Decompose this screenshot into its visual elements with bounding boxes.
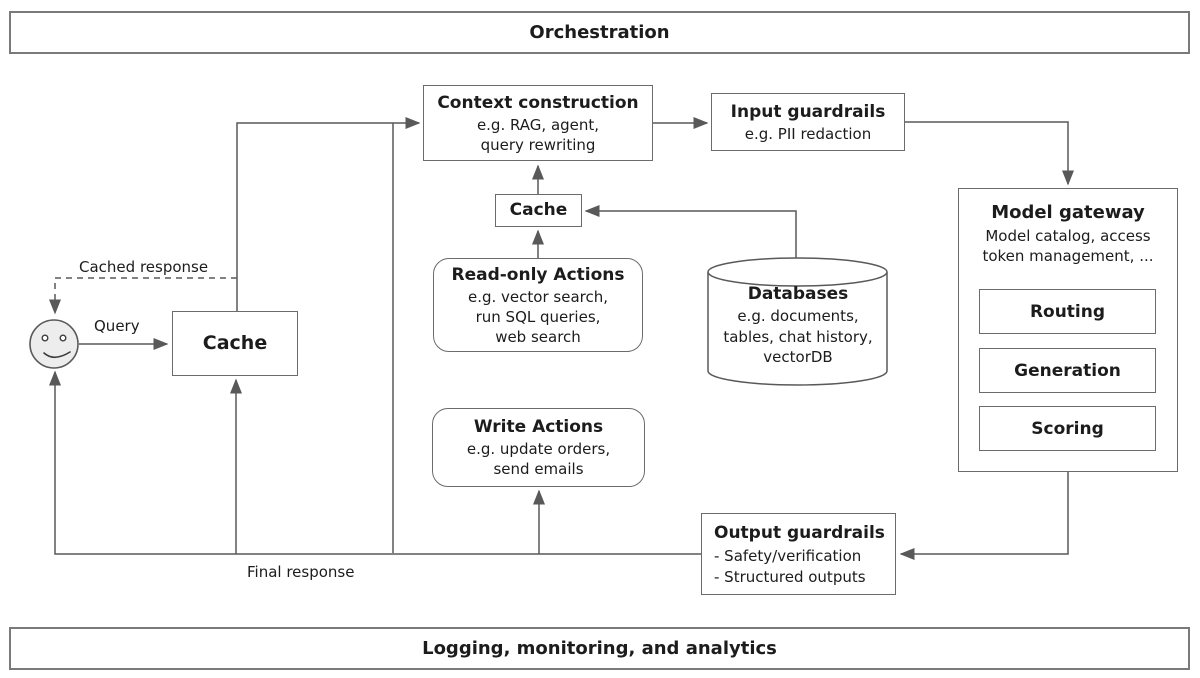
node-read-only-actions: Read-only Actions e.g. vector search, ru…	[433, 258, 643, 352]
databases-line: vectorDB	[763, 348, 833, 366]
node-write-actions: Write Actions e.g. update orders, send e…	[432, 408, 645, 487]
output-guardrails-title: Output guardrails	[714, 522, 885, 543]
query-label: Query	[94, 317, 140, 335]
node-input-guardrails: Input guardrails e.g. PII redaction	[711, 93, 905, 151]
node-context-construction: Context construction e.g. RAG, agent, qu…	[423, 85, 653, 161]
read-only-actions-line: e.g. vector search,	[468, 287, 608, 306]
databases-title: Databases	[747, 284, 849, 304]
orchestration-banner: Orchestration	[9, 11, 1190, 54]
input-guardrails-title: Input guardrails	[730, 101, 886, 122]
context-construction-title: Context construction	[437, 92, 639, 113]
edge-final-response-bus	[49, 370, 701, 555]
node-routing: Routing	[979, 289, 1156, 334]
write-actions-title: Write Actions	[473, 417, 604, 437]
model-gateway-line: token management, ...	[982, 247, 1154, 265]
databases-line: e.g. documents,	[737, 307, 859, 325]
edge-inputguardrails-to-gateway	[905, 121, 1074, 186]
node-model-gateway: Model gateway Model catalog, access toke…	[958, 188, 1178, 472]
model-gateway-title: Model gateway	[991, 202, 1145, 223]
cached-response-label: Cached response	[79, 258, 209, 276]
scoring-label: Scoring	[1031, 418, 1104, 439]
generation-label: Generation	[1014, 360, 1121, 381]
node-cache-main: Cache	[172, 311, 298, 376]
read-only-actions-line: web search	[495, 327, 581, 346]
node-scoring: Scoring	[979, 406, 1156, 451]
node-databases-label: Databases e.g. documents, tables, chat h…	[708, 283, 888, 368]
routing-label: Routing	[1029, 301, 1106, 322]
cache-main-title: Cache	[202, 332, 268, 354]
node-output-guardrails: Output guardrails - Safety/verification …	[701, 513, 896, 595]
logging-banner: Logging, monitoring, and analytics	[9, 627, 1190, 670]
output-guardrails-line: - Structured outputs	[714, 567, 866, 586]
final-response-label: Final response	[247, 563, 355, 581]
edge-databases-to-smallcache	[584, 205, 797, 258]
databases-cylinder	[707, 257, 888, 386]
context-construction-line: query rewriting	[480, 135, 596, 154]
logging-banner-label: Logging, monitoring, and analytics	[422, 638, 777, 659]
model-gateway-line: Model catalog, access	[985, 227, 1151, 245]
databases-line: tables, chat history,	[723, 327, 873, 346]
input-guardrails-line: e.g. PII redaction	[744, 124, 872, 143]
node-generation: Generation	[979, 348, 1156, 393]
read-only-actions-line: run SQL queries,	[475, 307, 601, 326]
write-actions-line: e.g. update orders,	[466, 440, 611, 458]
user-icon	[29, 319, 79, 369]
edge-gateway-to-outputguardrails	[899, 472, 1069, 560]
orchestration-banner-label: Orchestration	[529, 22, 670, 43]
output-guardrails-line: - Safety/verification	[714, 546, 862, 565]
write-actions-line: send emails	[493, 460, 584, 478]
node-cache-small: Cache	[495, 194, 582, 227]
read-only-actions-title: Read-only Actions	[451, 264, 625, 285]
context-construction-line: e.g. RAG, agent,	[476, 115, 600, 134]
edge-cache-to-context	[236, 117, 421, 311]
cache-small-title: Cache	[509, 200, 568, 220]
edge-cached-response	[49, 277, 237, 315]
